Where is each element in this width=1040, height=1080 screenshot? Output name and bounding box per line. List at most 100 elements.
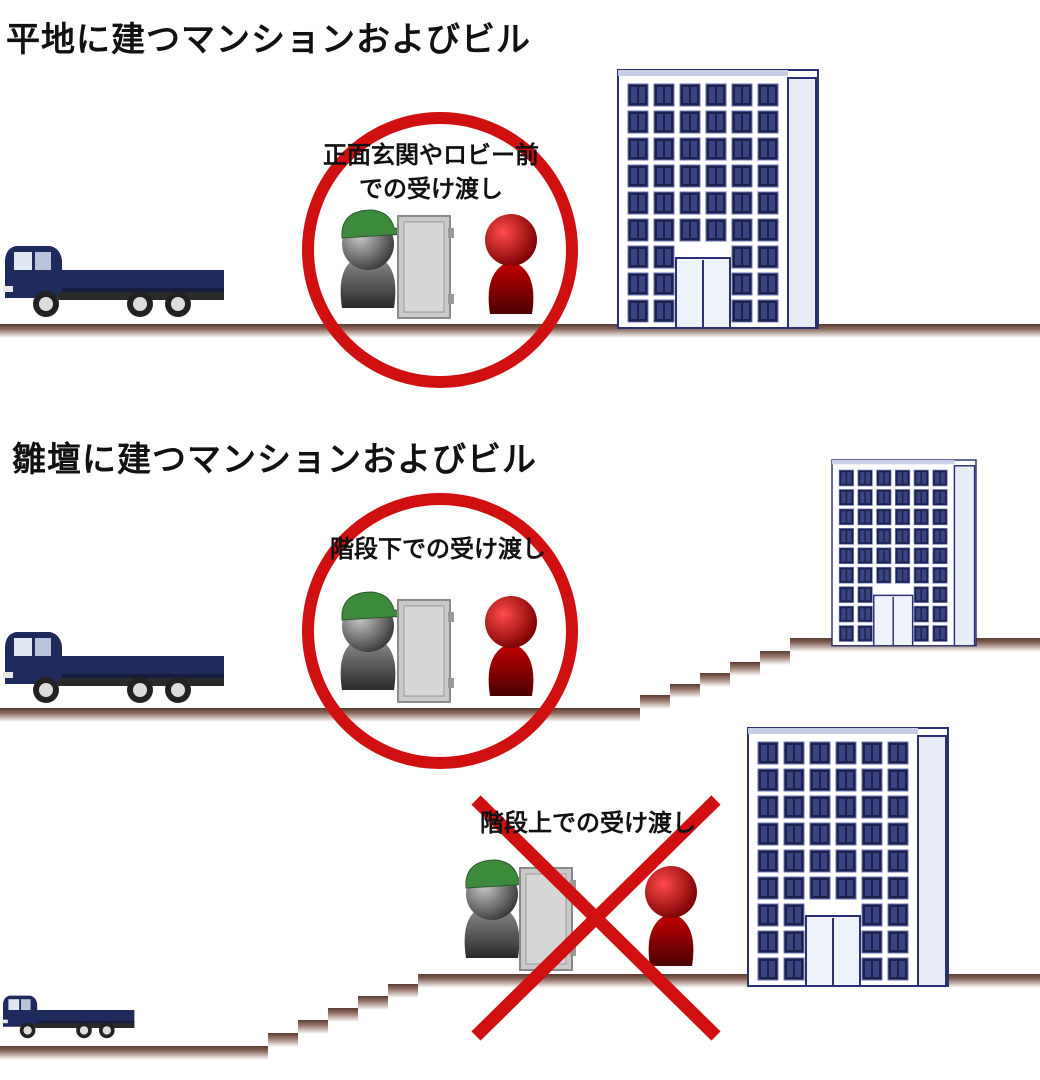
building-window [932,469,948,487]
building-window [913,625,929,642]
building-window [653,218,675,242]
building-window [857,469,873,487]
building-window [876,469,892,487]
building-window [835,849,857,873]
building-window [857,605,873,623]
building-window [894,489,911,506]
building-window [887,957,909,981]
building-window [887,741,909,765]
truck-icon [3,632,224,703]
delivery-scene-3 [464,795,721,1041]
option-label: 階段下での受け渡し [298,532,578,566]
building-window [653,299,675,323]
building-window [857,586,873,603]
building-window [627,164,649,188]
recipient-icon [485,214,537,314]
option-label-line: での受け渡し [359,175,503,203]
building-window [932,625,948,642]
building-window [887,849,909,873]
building-window [679,110,701,134]
cross-ng-mark [471,795,721,1041]
building-window [876,489,892,506]
door-icon [397,215,455,319]
delivery-scene-2 [302,493,578,769]
building-window [731,272,753,296]
building-window [627,245,649,269]
building-window [679,137,701,161]
building-window [627,218,649,242]
building-window [731,110,753,134]
building-window [783,876,805,900]
building-window [705,191,727,215]
building-window [731,245,753,269]
truck-icon [3,246,224,317]
building-window [932,566,948,584]
building-window [731,83,753,107]
option-label: 階段上での受け渡し [448,806,728,840]
building-window [887,876,909,900]
building-window [857,508,873,526]
truck-icon [1,995,135,1039]
building-window [757,137,779,161]
recipient-icon [645,866,697,966]
building-window [757,110,779,134]
building-window [876,528,892,545]
building-window [932,489,948,506]
building-window [913,586,929,603]
building-window [838,586,854,603]
building-window [757,164,779,188]
building-window [757,299,779,323]
building-window [861,795,883,819]
building-window [809,876,831,900]
building-window [913,547,929,565]
door-icon [397,599,455,703]
building-window [838,508,854,526]
option-label: 正面玄関やロビー前 での受け渡し [296,138,566,206]
building-window [887,795,909,819]
building-window [757,822,779,846]
building-window [705,164,727,188]
building-window [705,110,727,134]
building-window [653,164,675,188]
building-window [627,299,649,323]
building-window [857,547,873,565]
building-window [757,191,779,215]
building-window [861,903,883,927]
building-window [731,164,753,188]
building-window [861,957,883,981]
building-window [757,768,779,792]
building-window [861,768,883,792]
building-window [679,164,701,188]
option-label-line: 正面玄関やロビー前 [323,141,539,169]
building-window [932,547,948,565]
building-window [835,741,857,765]
building-window [809,795,831,819]
building-window [757,741,779,765]
building-window [835,876,857,900]
building-window [913,508,929,526]
building-window [653,272,675,296]
building-window [757,930,779,954]
building-window [783,903,805,927]
building-window [838,547,854,565]
ground-flat [0,324,1040,338]
building-window [653,191,675,215]
circle-ok-mark [302,112,578,388]
building-window [894,469,911,487]
building-window [932,586,948,603]
building-window [757,272,779,296]
section-1-title: 平地に建つマンションおよびビル [6,20,531,60]
building-window [857,625,873,642]
building-window [627,83,649,107]
building-window [783,930,805,954]
option-label-line: 階段下での受け渡し [330,535,546,563]
building-window [894,566,911,584]
building-window [731,191,753,215]
building-window [913,489,929,506]
building-window [876,566,892,584]
building-window [757,795,779,819]
building-window [838,489,854,506]
building-window [679,218,701,242]
building-window [861,849,883,873]
